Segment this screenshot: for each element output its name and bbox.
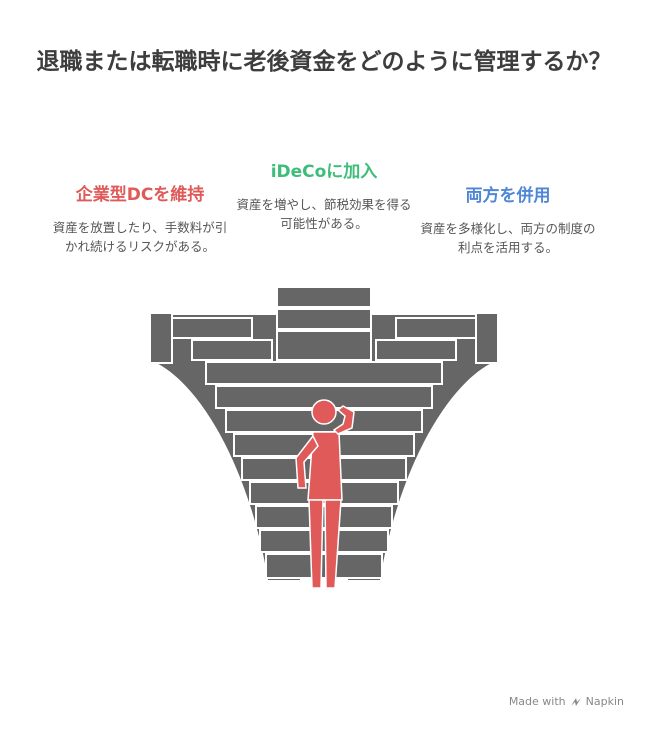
option-right-heading: 両方を併用 (465, 186, 551, 206)
person-thinking-icon (295, 399, 355, 589)
middle-column (276, 286, 372, 361)
right-steps (375, 312, 499, 364)
option-middle-heading: iDeCoに加入 (270, 162, 378, 182)
option-middle-description: 資産を増やし、節税効果を得る可能性がある。 (236, 197, 412, 231)
brand-text: Napkin (585, 695, 624, 708)
option-right-description: 資産を多様化し、両方の制度の利点を活用する。 (420, 221, 596, 255)
option-left-heading: 企業型DCを維持 (75, 185, 205, 205)
made-with-text: Made with (508, 695, 566, 708)
page-title: 退職または転職時に老後資金をどのように管理するか？ (36, 49, 612, 75)
option-left-description: 資産を放置したり、手数料が引かれ続けるリスクがある。 (52, 220, 228, 254)
napkin-logo-icon (570, 697, 581, 706)
left-steps (149, 312, 273, 364)
footer: Made with Napkin (509, 695, 624, 708)
